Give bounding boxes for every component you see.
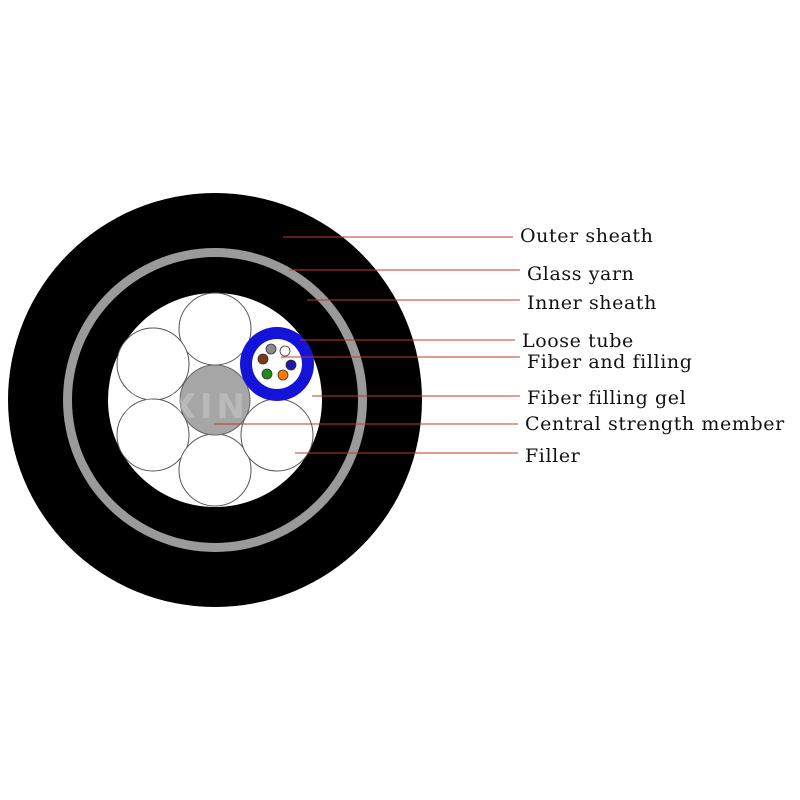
label-outer-sheath: Outer sheath — [520, 225, 653, 247]
label-inner-sheath: Inner sheath — [527, 292, 657, 314]
filler-lower-right — [240, 398, 314, 472]
watermark-text: KEXIN — [112, 387, 249, 427]
label-fiber-filling-gel: Fiber filling gel — [527, 387, 686, 409]
label-fiber-and-filling: Fiber and filling — [527, 351, 693, 373]
label-loose-tube: Loose tube — [522, 330, 634, 352]
filler-bottom — [178, 433, 252, 507]
fiber-green — [261, 368, 273, 380]
label-filler: Filler — [525, 445, 581, 467]
central-strength-member — [179, 364, 251, 436]
labels: Outer sheath Glass yarn Inner sheath Loo… — [520, 225, 785, 467]
label-glass-yarn: Glass yarn — [527, 263, 635, 285]
filler-top — [178, 292, 252, 366]
fiber-group — [257, 343, 297, 381]
fiber-gray — [265, 343, 277, 355]
fiber-blue — [285, 359, 297, 371]
fiber-white — [279, 345, 291, 357]
leader-lines — [214, 236, 520, 454]
fiber-orange — [277, 369, 289, 381]
fiber-brown — [257, 353, 269, 365]
filler-lower-left — [116, 398, 190, 472]
label-central-strength-member: Central strength member — [525, 413, 785, 435]
